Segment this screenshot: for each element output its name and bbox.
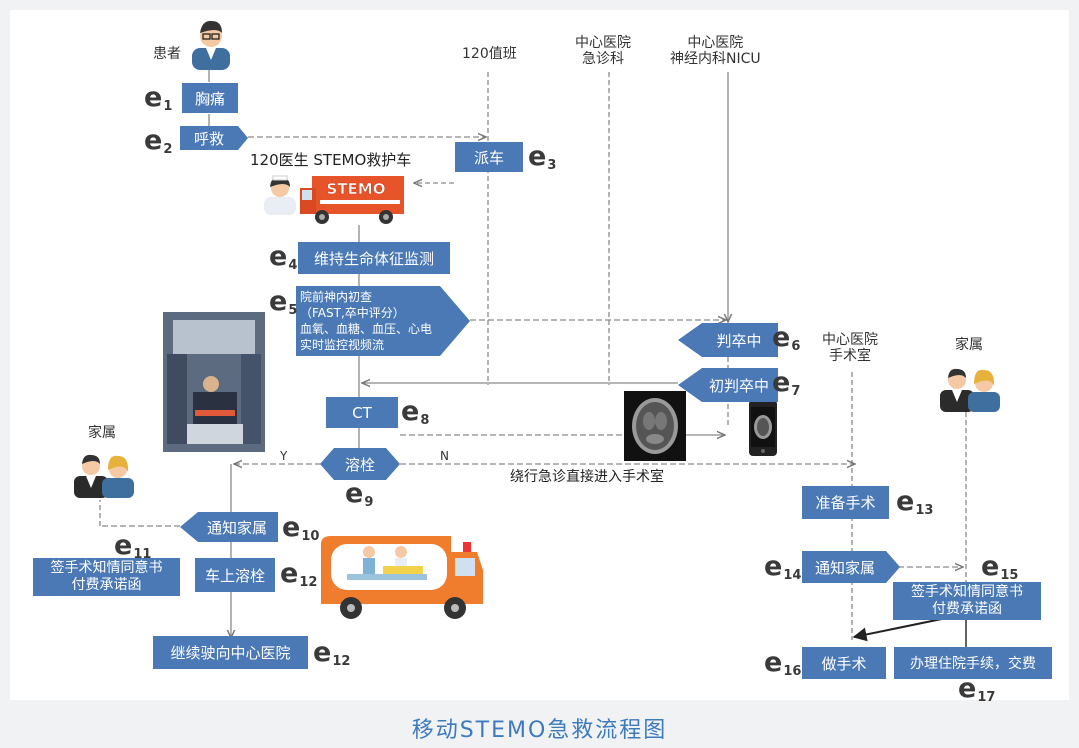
event-e12a: e12 (280, 558, 318, 591)
event-e5: e5 (269, 286, 298, 319)
event-e9: e9 (345, 478, 374, 511)
step-initial-judge-shape (678, 368, 778, 402)
diagram-panel: 患者 120值班 中心医院急诊科 中心医院神经内科NICU 中心医院手术室 家属… (10, 10, 1069, 705)
step-initial-judge: 初判卒中 (708, 376, 769, 395)
step-notify-family-right-shape (802, 551, 900, 583)
event-e13: e13 (896, 486, 934, 519)
step-prehospital-shape (296, 286, 470, 356)
step-ct: CT (326, 397, 398, 428)
diagram-caption: 移动STEMO急救流程图 (411, 718, 668, 743)
step-sign-consent-right: 签手术知情同意书付费承诺函 (893, 582, 1041, 620)
step-surgery: 做手术 (802, 647, 886, 679)
event-e2: e2 (144, 125, 173, 158)
brain-ct-scan-icon (624, 391, 686, 461)
event-e4: e4 (269, 241, 298, 274)
smartphone-ct-icon (749, 400, 777, 456)
event-e11: e11 (114, 530, 152, 563)
step-continue-drive: 继续驶向中心医院 (153, 636, 308, 669)
ambulance-diagram-icon (321, 536, 483, 619)
step-notify-family-left: 通知家属 (206, 518, 267, 537)
lane-family-left-label: 家属 (88, 425, 116, 441)
step-notify-family-right: 通知家属 (814, 558, 875, 577)
family-couple-icon (74, 454, 134, 498)
step-judge-stroke-shape (678, 323, 778, 357)
step-judge-stroke: 判卒中 (716, 331, 762, 350)
lane-family-right-label: 家属 (955, 337, 983, 353)
event-e14: e14 (764, 551, 802, 584)
step-call-shape (180, 126, 248, 150)
stemo-ambulance-icon: STEMO (300, 176, 404, 224)
svg-text:STEMO: STEMO (327, 180, 386, 198)
step-prehospital-exam: 院前神内初查（FAST,卒中评分）血氧、血糖、血压、心电实时监控视频流 (300, 290, 433, 352)
step-notify-family-left-shape (180, 512, 278, 542)
step-vital-monitoring: 维持生命体征监测 (298, 242, 450, 274)
ambulance-interior-photo (163, 312, 265, 452)
step-thrombolysis-shape (320, 448, 400, 480)
event-e16: e16 (764, 647, 802, 680)
step-sign-consent-left: 签手术知情同意书付费承诺函 (33, 558, 180, 596)
step-prepare-surgery: 准备手术 (802, 486, 889, 519)
step-chest-pain: 胸痛 (182, 83, 238, 113)
event-e15: e15 (981, 551, 1019, 584)
lane-patient-label: 患者 (153, 46, 181, 62)
bypass-label: 绕行急诊直接进入手术室 (510, 469, 664, 485)
branch-yes-label: Y (280, 449, 288, 463)
event-e3: e3 (528, 141, 557, 174)
step-dispatch: 派车 (455, 142, 523, 172)
event-e17: e17 (958, 673, 996, 706)
step-call: 呼救 (193, 129, 224, 148)
step-admission: 办理住院手续，交费 (894, 647, 1052, 679)
event-e8: e8 (401, 396, 430, 429)
event-e6: e6 (772, 322, 801, 355)
step-onboard-thrombolysis: 车上溶栓 (195, 558, 275, 592)
lane-or-label: 中心医院手术室 (822, 332, 878, 364)
step-thrombolysis: 溶栓 (344, 455, 375, 474)
patient-avatar-icon (192, 20, 230, 70)
lane-nicu-label: 中心医院神经内科NICU (670, 35, 761, 67)
ambulance-label: 120医生 STEMO救护车 (250, 151, 412, 169)
lane-er-label: 中心医院急诊科 (575, 35, 631, 67)
event-e7: e7 (772, 367, 801, 400)
family-couple-icon-right (940, 368, 1000, 412)
event-e1: e1 (144, 82, 173, 115)
lane-120-label: 120值班 (462, 46, 517, 62)
event-e12b: e12 (313, 637, 351, 670)
branch-no-label: N (440, 449, 449, 463)
doctor-avatar-icon (264, 175, 296, 215)
event-e10: e10 (282, 512, 320, 545)
